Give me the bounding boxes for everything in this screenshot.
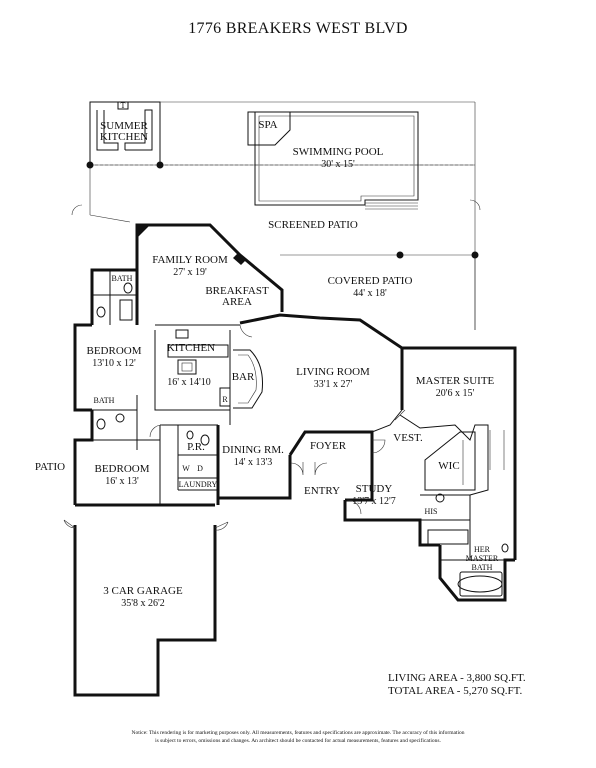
bath-label: BATH [94, 396, 115, 405]
swimming-pool [247, 111, 419, 210]
dryer-label: D [197, 464, 203, 473]
master-suite-dimensions: 20'6 x 15' [436, 388, 475, 399]
column-post [471, 251, 479, 259]
laundry-label: LAUNDRY [179, 480, 218, 489]
column-post [396, 251, 404, 259]
bath-fixtures [96, 282, 509, 597]
bedroom-label: BEDROOM [86, 345, 141, 357]
living-room-label: LIVING ROOM [296, 366, 370, 378]
room-labels: SUMMER KITCHEN T SPA SWIMMING POOL 30' x… [35, 101, 499, 609]
pool-label: SWIMMING POOL [293, 146, 384, 158]
total-area: TOTAL AREA - 5,270 SQ.FT. [388, 685, 523, 697]
breakfast-label: BREAKFAST [205, 285, 269, 297]
disclaimer-line: Notice: This rendering is for marketing … [131, 730, 465, 736]
screened-patio-label: SCREENED PATIO [268, 219, 358, 231]
column-post [86, 161, 94, 169]
breakfast-label: AREA [222, 296, 252, 308]
her-bath-label: MASTER [466, 554, 499, 563]
covered-patio-label: COVERED PATIO [328, 275, 413, 287]
summer-kitchen-counter [96, 101, 153, 151]
walk-in-closet [424, 430, 505, 491]
master-suite-label: MASTER SUITE [416, 375, 495, 387]
refrigerator-label: R [222, 395, 228, 404]
entry-label: ENTRY [304, 485, 340, 497]
pool-dimensions: 30' x 15' [321, 159, 355, 170]
kitchen-fixtures [167, 329, 263, 409]
family-room-label: FAMILY ROOM [152, 254, 228, 266]
kitchen-label: KITCHEN [167, 342, 215, 354]
study-label: STUDY [356, 483, 393, 495]
study-dimensions: 13'7 x 12'7 [352, 496, 396, 507]
appliance-label: T [121, 101, 126, 110]
interior-walls [92, 270, 515, 561]
living-room-dimensions: 33'1 x 27' [314, 379, 353, 390]
disclaimer-notice: Notice: This rendering is for marketing … [40, 729, 556, 745]
garage-dimensions: 35'8 x 26'2 [121, 598, 165, 609]
summer-kitchen-label: SUMMER [100, 120, 148, 132]
family-room-dimensions: 27' x 19' [173, 267, 207, 278]
vestibule-label: VEST. [393, 432, 423, 444]
living-area-total: LIVING AREA - 3,800 SQ.FT. [388, 672, 526, 684]
garage-label: 3 CAR GARAGE [103, 585, 183, 597]
bedroom-dimensions: 16' x 13' [105, 476, 139, 487]
walk-in-closet-label: WIC [438, 460, 459, 472]
patio-label: PATIO [35, 461, 65, 473]
covered-patio-dimensions: 44' x 18' [353, 288, 387, 299]
disclaimer-line: is subject to errors, omissions and chan… [155, 738, 441, 744]
spa-label: SPA [258, 119, 277, 131]
her-bath-label: HER [474, 545, 491, 554]
kitchen-dimensions: 16' x 14'10 [167, 377, 211, 388]
powder-room-label: P.R. [187, 441, 205, 453]
bedroom-label: BEDROOM [94, 463, 149, 475]
dining-room-dimensions: 14' x 13'3 [234, 457, 273, 468]
plan-title: 1776 BREAKERS WEST BLVD [188, 20, 408, 37]
washer-label: W [182, 464, 190, 473]
bar-label: BAR [232, 371, 255, 383]
bath-label: BATH [112, 274, 133, 283]
column-post [156, 161, 164, 169]
dining-room-label: DINING RM. [222, 444, 284, 456]
his-bath-label: HIS [425, 507, 438, 516]
summer-kitchen-label: KITCHEN [100, 131, 148, 143]
her-bath-label: BATH [472, 563, 493, 572]
bedroom-dimensions: 13'10 x 12' [92, 358, 136, 369]
door-swings [63, 199, 481, 531]
foyer-label: FOYER [310, 440, 347, 452]
